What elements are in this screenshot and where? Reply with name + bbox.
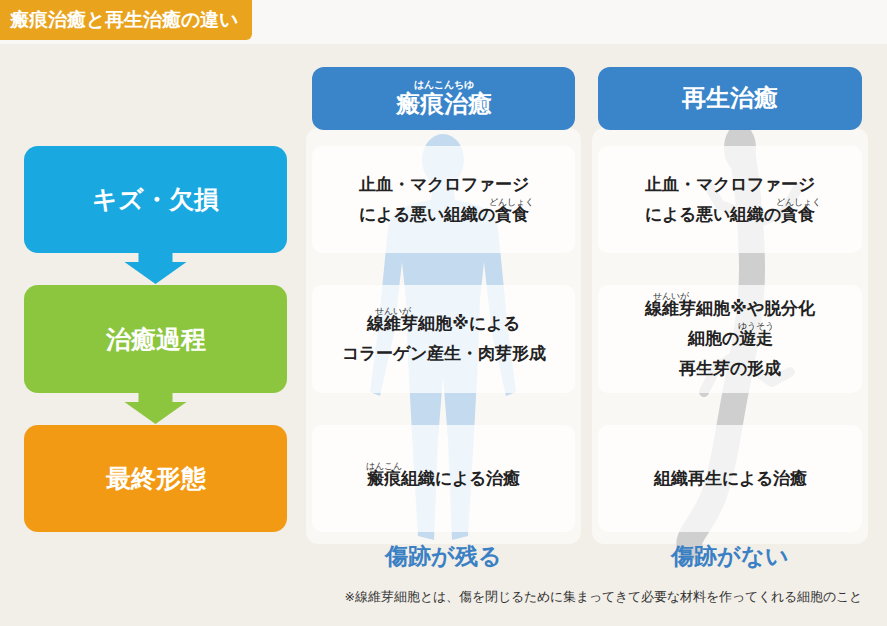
node-text: 瘢痕組織による治癒 [329,464,559,494]
node-text: 治癒過程 [106,323,206,356]
outcome-label: 傷跡が残る [312,540,575,572]
process-cell: 線維芽細胞※や脱分化 細胞の遊走 再生芽の形成せんいがゆうそう [598,285,862,393]
furigana: せんいが [653,292,689,301]
column-panel [306,128,581,544]
node-text: キズ・欠損 [92,183,219,216]
process-cell: 線維芽細胞※による コラーゲン産生・肉芽形成せんいが [312,285,575,393]
column-panel [592,128,868,544]
column-header: はんこんちゆ瘢痕治癒 [312,67,575,130]
furigana: どんしょく [489,198,534,207]
title-bar: 瘢痕治癒と再生治癒の違い [0,0,252,40]
column-header: 再生治癒 [598,67,862,130]
furigana: ゆうそう [738,322,774,331]
title-text: 瘢痕治癒と再生治癒の違い [10,7,238,33]
outcome-label: 傷跡がない [598,540,862,572]
process-cell: 止血・マクロファージ による悪い組織の貪食どんしょく [598,146,862,253]
node-text: 線維芽細胞※による コラーゲン産生・肉芽形成 [331,309,556,369]
top-strip [0,0,887,44]
node-text: 線維芽細胞※や脱分化 細胞の遊走 再生芽の形成 [635,294,825,383]
node-text: 瘢痕治癒 [396,90,492,119]
node-text: 組織再生による治癒 [615,464,845,494]
node-text: 再生治癒 [682,84,778,113]
stage-label-box: 最終形態 [24,425,287,532]
flow-arrow [125,391,187,424]
stage-label-box: キズ・欠損 [24,146,287,253]
flow-arrow [125,251,187,284]
furigana: はんこん [366,462,402,471]
furigana: どんしょく [776,198,821,207]
furigana: せんいが [375,307,411,316]
node-text: 最終形態 [106,462,206,495]
footnote: ※線維芽細胞とは、傷を閉じるために集まってきて必要な材料を作ってくれる細胞のこと [262,588,862,606]
process-cell: 止血・マクロファージ による悪い組織の貪食どんしょく [312,146,575,253]
furigana: はんこんちゆ [414,79,474,90]
process-cell: 瘢痕組織による治癒はんこん [312,425,575,532]
process-cell: 組織再生による治癒 [598,425,862,532]
stage-label-box: 治癒過程 [24,285,287,393]
